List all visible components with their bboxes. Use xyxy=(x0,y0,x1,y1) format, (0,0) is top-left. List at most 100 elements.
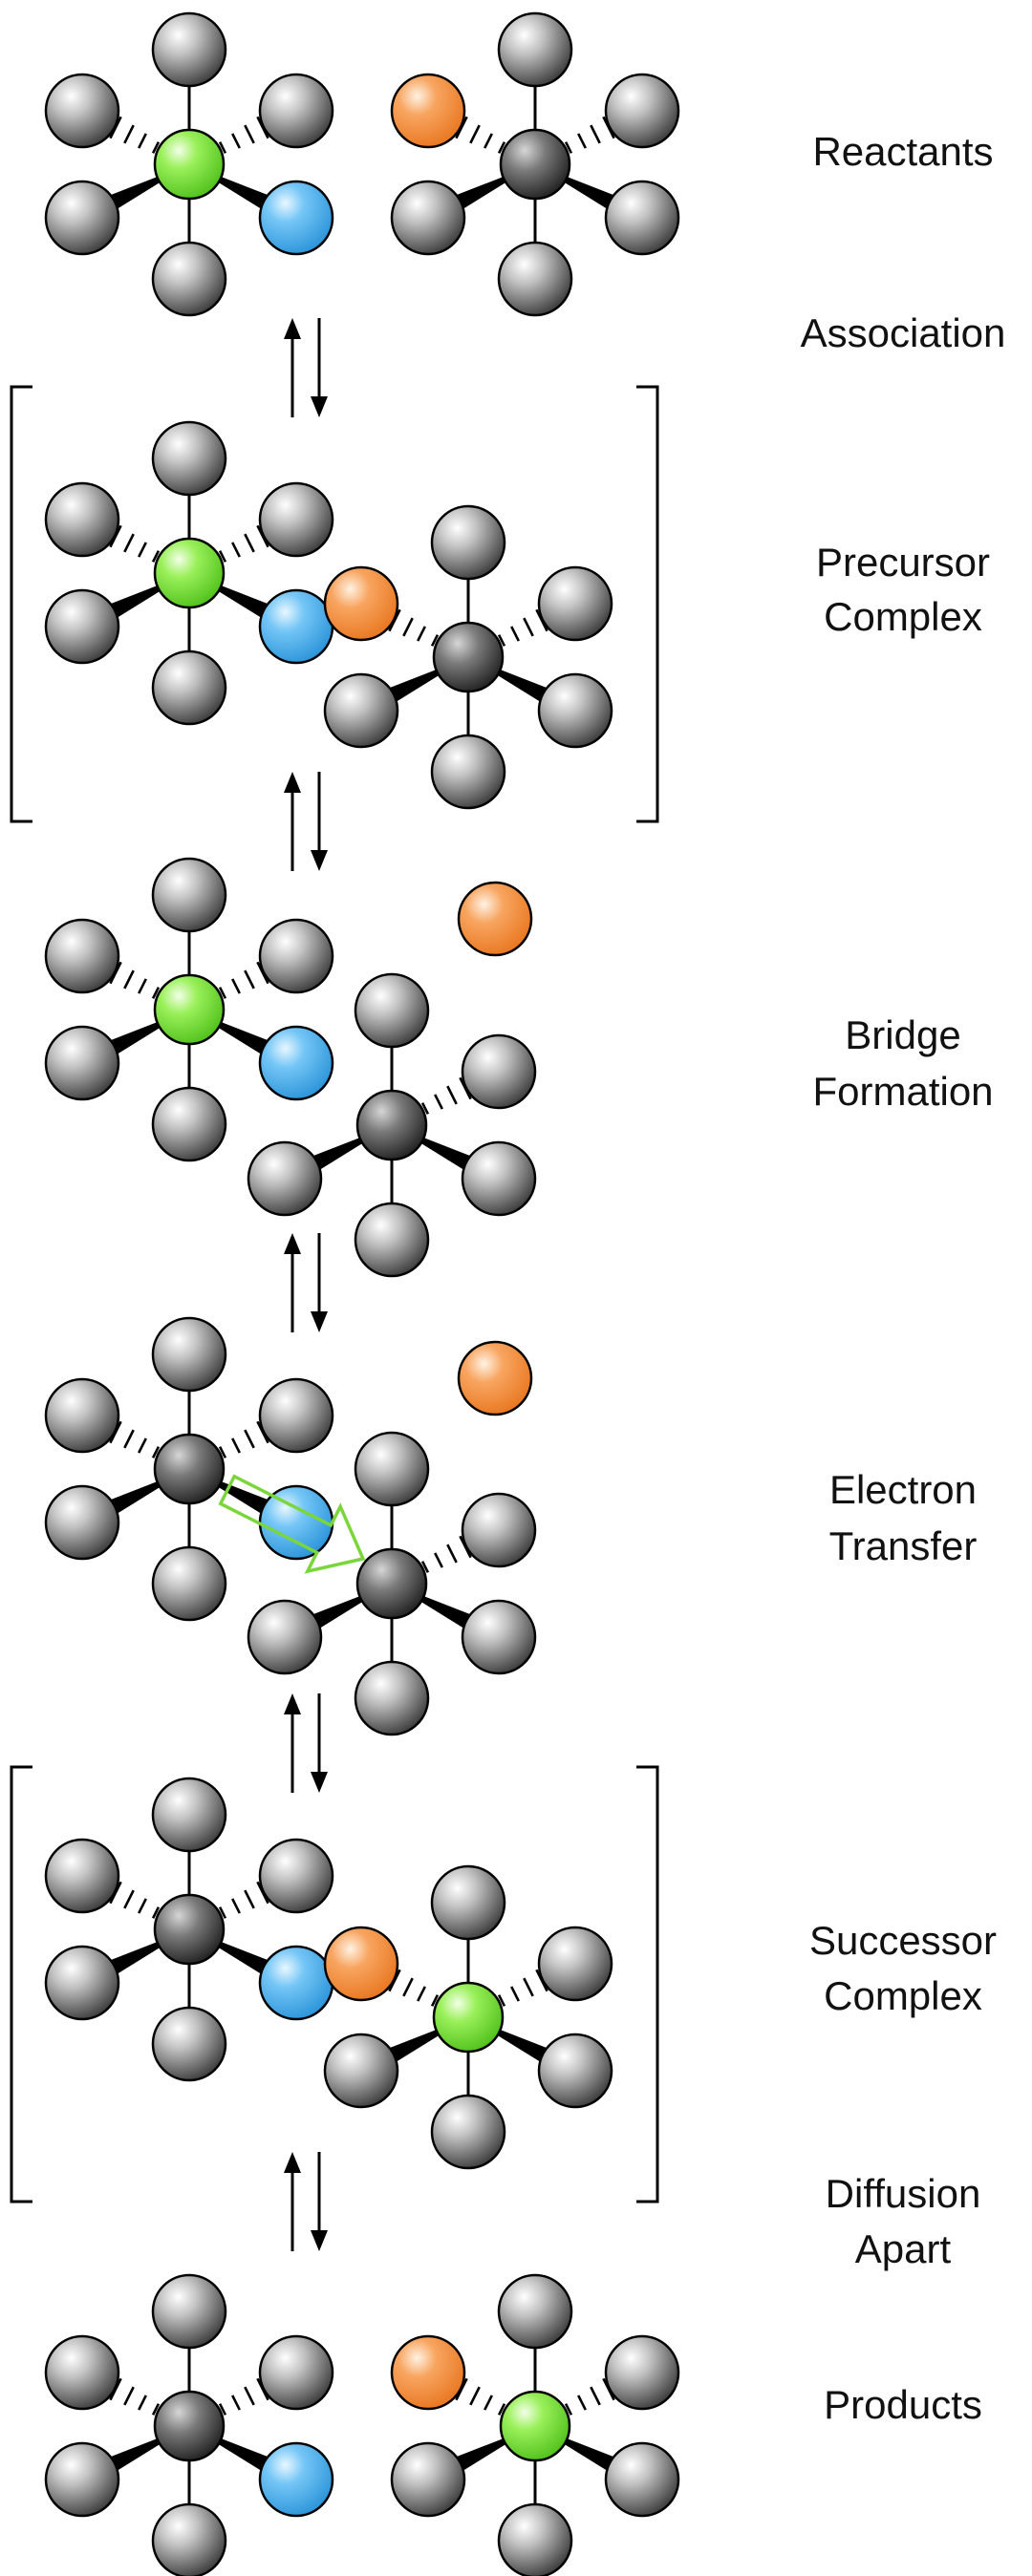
ligand-sphere xyxy=(258,73,334,149)
hash-stroke xyxy=(138,542,147,558)
ligand-sphere xyxy=(430,1864,506,1941)
label-electron-line1: Electron xyxy=(829,1467,977,1512)
hash-stroke xyxy=(523,1977,534,1997)
label-precursor-line1: Precursor xyxy=(816,540,990,585)
bridging-ligand-sphere xyxy=(258,1025,334,1101)
hash-stroke xyxy=(497,634,506,647)
right-bracket xyxy=(636,1765,659,2203)
leaving-ligand-sphere xyxy=(323,565,399,642)
label-diffusion-line1: Diffusion xyxy=(826,2171,981,2216)
ligand-sphere xyxy=(44,73,120,149)
hash-stroke xyxy=(151,987,161,999)
hash-stroke xyxy=(218,2403,227,2416)
right-bracket xyxy=(636,385,659,823)
hash-stroke xyxy=(123,969,135,990)
hash-stroke xyxy=(151,1906,161,1919)
ligand-sphere xyxy=(151,1086,227,1162)
hash-stroke xyxy=(231,542,241,558)
ligand-sphere xyxy=(430,734,506,810)
ligand-sphere xyxy=(151,857,227,933)
ligand-sphere xyxy=(461,1033,537,1110)
ligand-sphere xyxy=(151,1545,227,1622)
ligand-sphere xyxy=(537,1926,613,2002)
bridging-ligand-sphere xyxy=(258,1484,334,1561)
ligand-sphere xyxy=(247,1140,323,1217)
ligand-sphere xyxy=(151,649,227,726)
ligand-sphere xyxy=(44,2334,120,2411)
hash-stroke xyxy=(469,2386,481,2406)
ligand-sphere xyxy=(537,672,613,749)
hash-stroke xyxy=(244,533,255,553)
hash-stroke xyxy=(402,617,414,637)
ligand-sphere xyxy=(354,972,430,1049)
equilibrium-arrows xyxy=(284,318,328,2251)
stage-labels: Reactants Association Precursor Complex … xyxy=(801,129,1006,2427)
hash-stroke xyxy=(138,2395,147,2411)
hash-stroke xyxy=(510,626,520,642)
ligand-sphere xyxy=(151,1777,227,1853)
ligand-sphere xyxy=(497,2273,573,2350)
hash-stroke xyxy=(564,141,573,154)
leaving-ligand-sphere xyxy=(457,1340,533,1416)
ligand-sphere xyxy=(151,2273,227,2350)
hash-stroke xyxy=(123,124,135,144)
hash-stroke xyxy=(151,141,161,154)
ligand-sphere xyxy=(44,1838,120,1914)
reduced-metal-sphere xyxy=(153,128,226,201)
hash-stroke xyxy=(402,1977,414,1997)
hash-stroke xyxy=(577,2395,587,2411)
hash-stroke xyxy=(138,1437,147,1454)
hash-stroke xyxy=(231,978,241,994)
ligand-sphere xyxy=(258,2334,334,2411)
ligand-sphere xyxy=(44,2441,120,2518)
hash-stroke xyxy=(218,141,227,154)
hash-stroke xyxy=(123,1889,135,1909)
hash-stroke xyxy=(446,1543,458,1564)
leaving-ligand-sphere xyxy=(457,881,533,957)
ligand-sphere xyxy=(247,1599,323,1675)
ligand-sphere xyxy=(604,2334,680,2411)
hash-stroke xyxy=(430,634,440,647)
ligand-sphere xyxy=(258,1377,334,1454)
hash-stroke xyxy=(417,1986,426,2002)
leaving-ligand-sphere xyxy=(323,1926,399,2002)
hash-stroke xyxy=(510,1986,520,2002)
ligand-sphere xyxy=(44,1484,120,1561)
ligand-sphere xyxy=(461,1599,537,1675)
hash-stroke xyxy=(244,1429,255,1449)
hash-stroke xyxy=(244,969,255,990)
ligand-sphere xyxy=(497,2502,573,2576)
hash-stroke xyxy=(138,133,147,149)
equilibrium-arrow xyxy=(284,2152,328,2251)
hash-stroke xyxy=(497,141,506,154)
bridging-ligand-sphere xyxy=(258,1945,334,2021)
ligand-sphere xyxy=(390,180,466,256)
label-association: Association xyxy=(801,310,1006,355)
electron-transfer-arrow xyxy=(218,1474,366,1574)
hash-stroke xyxy=(123,2386,135,2406)
equilibrium-arrow xyxy=(284,318,328,417)
ligand-sphere xyxy=(44,1945,120,2021)
hash-stroke xyxy=(590,2386,601,2406)
hash-stroke xyxy=(231,133,241,149)
reduced-metal-sphere xyxy=(153,973,226,1046)
hash-stroke xyxy=(420,1561,430,1573)
oxidized-metal-sphere xyxy=(153,1893,226,1966)
hash-stroke xyxy=(497,2403,506,2416)
oxidized-metal-sphere xyxy=(355,1547,428,1620)
hash-stroke xyxy=(564,2403,573,2416)
hash-stroke xyxy=(138,1898,147,1914)
molecular-structures xyxy=(44,11,680,2576)
bridging-ligand-sphere xyxy=(258,588,334,665)
hash-stroke xyxy=(484,133,493,149)
ligand-sphere xyxy=(258,918,334,994)
hash-stroke xyxy=(497,1994,506,2007)
hash-stroke xyxy=(484,2395,493,2411)
ligand-sphere xyxy=(604,180,680,256)
equilibrium-arrow xyxy=(284,772,328,871)
ligand-sphere xyxy=(537,565,613,642)
label-bridge-line2: Formation xyxy=(812,1069,993,1114)
hash-stroke xyxy=(244,124,255,144)
ligand-sphere xyxy=(151,420,227,497)
